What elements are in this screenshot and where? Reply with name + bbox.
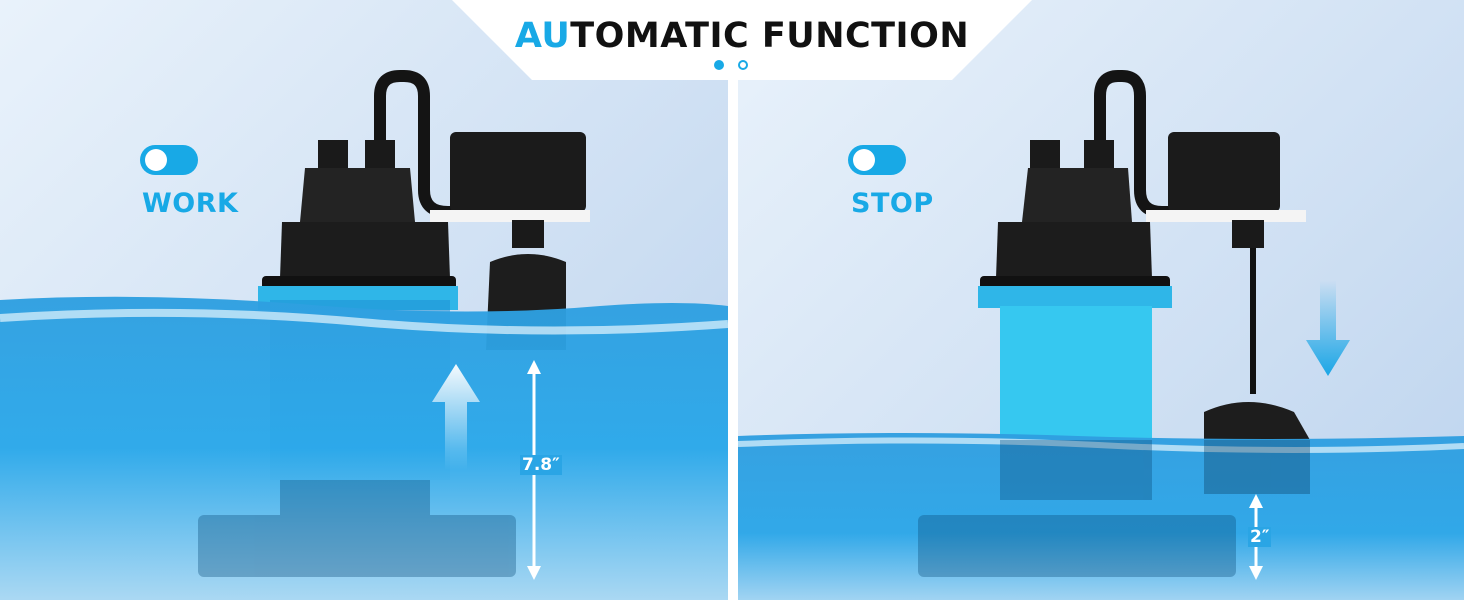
- stop-toggle[interactable]: [848, 145, 906, 175]
- stop-state-panel: STOP 2″: [738, 0, 1464, 600]
- page-title: AUTOMATIC FUNCTION: [452, 16, 1032, 56]
- water-surface: [738, 433, 1464, 600]
- work-status-label: WORK: [142, 188, 239, 219]
- water-falling-arrow-icon: [1306, 280, 1350, 376]
- work-toggle[interactable]: [140, 145, 198, 175]
- pump-stopped-illustration: [738, 70, 1464, 600]
- title-tab-shape: [452, 0, 1032, 80]
- pump-working-illustration: [0, 70, 728, 600]
- stop-status-label: STOP: [851, 188, 934, 219]
- work-state-panel: WORK 7.8″: [0, 0, 728, 600]
- water-height-label: 7.8″: [520, 455, 562, 475]
- title-banner: AUTOMATIC FUNCTION: [452, 0, 1032, 80]
- water-rising-arrow-icon: [432, 364, 480, 470]
- water-surface: [0, 296, 728, 600]
- toggle-knob: [145, 149, 167, 171]
- water-height-label: 2″: [1248, 527, 1272, 547]
- toggle-knob: [853, 149, 875, 171]
- title-rest: TOMATIC FUNCTION: [570, 16, 970, 56]
- pump-housing: [978, 70, 1310, 440]
- carousel-dot-1[interactable]: [714, 60, 724, 70]
- carousel-indicator: [714, 60, 774, 76]
- title-accent: AU: [514, 16, 571, 56]
- carousel-dot-2[interactable]: [738, 60, 748, 70]
